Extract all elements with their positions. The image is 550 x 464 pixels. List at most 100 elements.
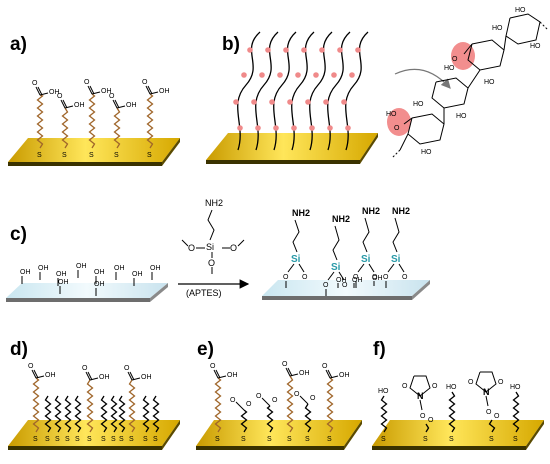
ester-carbonyl-e-1: O	[246, 401, 252, 408]
aptes-amine-4: NH2	[392, 206, 410, 216]
carboxyl-site-1-3	[241, 72, 247, 78]
aptes-o-bond-b-1	[298, 263, 305, 273]
aptes-bridge-o-3: O	[372, 274, 378, 281]
nhs-carbonyl-o-1: O	[428, 417, 434, 424]
nhs-n-o-bond-1	[419, 399, 423, 411]
cooh-a-3-oh: OH	[101, 88, 112, 95]
chain-d-filler-4	[74, 395, 82, 433]
cooh-d-1-oh: OH	[45, 372, 56, 379]
cooh-e-3-coh	[329, 375, 339, 379]
cooh-a-5-oh: OH	[159, 88, 170, 95]
panel-d-label: d)	[10, 339, 28, 360]
cooh-a-4-co2	[114, 99, 120, 109]
hydroxyl-f-2: HO	[446, 384, 457, 391]
gold-substrate-e	[196, 420, 362, 450]
label-ho-b5: HO	[492, 25, 503, 32]
aptes-bridge-o-2: O	[342, 282, 348, 289]
cooh-d-3-oh: OH	[141, 374, 152, 381]
oh-left-1: OH	[20, 269, 31, 276]
carboxyl-site-2-2	[251, 99, 257, 105]
cooh-e-2-coh	[289, 373, 299, 377]
aptes-surface-o-4: O	[383, 274, 389, 281]
panel-f-label: f)	[373, 339, 386, 360]
chain-f-oh-2	[448, 391, 456, 433]
cooh-a-2-oh: OH	[74, 102, 85, 109]
chain-d-filler-3-sulfur: S	[65, 436, 70, 443]
chain-a-3	[88, 93, 96, 149]
label-ho-b1: HO	[444, 65, 455, 72]
carboxyl-site-6-1	[327, 125, 333, 131]
cooh-d-2-coh	[89, 377, 99, 381]
chain-e-acid-3	[326, 377, 334, 433]
aptes-bridge-o-1: O	[302, 274, 308, 281]
gold-substrate-f	[372, 420, 544, 450]
aptes-o-bottom: O	[208, 258, 215, 268]
chain-d-filler-7	[118, 395, 126, 433]
nhs-o-left-2: O	[468, 379, 474, 386]
carboxyl-highlight-1	[451, 42, 475, 70]
polymer-brushes-b	[233, 31, 369, 151]
carboxyl-site-7-1	[345, 125, 351, 131]
cooh-d-2-co2	[87, 371, 93, 381]
glass-substrate-right	[262, 280, 430, 300]
cooh-e-2-o: O	[282, 361, 288, 368]
zoom-arrow	[394, 68, 451, 89]
cooh-a-4-co	[112, 99, 118, 109]
cooh-e-1-oh: OH	[227, 372, 238, 379]
oh-left-9: OH	[58, 279, 69, 286]
oh-left-6: OH	[114, 265, 125, 272]
chain-d-filler-2-sulfur: S	[55, 436, 60, 443]
cooh-e-1-co	[213, 369, 219, 379]
panel-c-label: c)	[10, 224, 27, 245]
cooh-d-2-o: O	[82, 365, 88, 372]
cooh-d-1-co2	[33, 369, 39, 379]
chain-d-filler-2	[54, 395, 62, 433]
label-ho-b6: HO	[484, 79, 495, 86]
aptes-propyl-1	[292, 219, 300, 253]
carboxyl-site-2-4	[265, 47, 271, 53]
oh-left-2: OH	[38, 265, 49, 272]
carboxyl-site-3-1	[273, 125, 279, 131]
carboxyl-site-5-1	[309, 125, 315, 131]
cooh-a-2-coh	[64, 105, 74, 109]
chain-e-acid-3-sulfur: S	[327, 436, 332, 443]
cooh-a-4-oh: OH	[126, 102, 137, 109]
aptes-o-bond-a-3	[357, 263, 365, 273]
aptes-o-left: O	[188, 243, 195, 253]
nhs-o-right-1: O	[432, 383, 438, 390]
chain-e-ester-3	[304, 403, 312, 433]
cooh-d-2-oh: OH	[99, 374, 110, 381]
aptes-surface-o-2: O	[323, 282, 329, 289]
aptes-nh2: NH2	[205, 198, 223, 208]
carboxyl-site-3-2	[269, 99, 275, 105]
carboxyl-site-5-4	[319, 47, 325, 53]
chain-d-acid-3-sulfur: S	[129, 436, 134, 443]
aptes-o-bond-a-2	[327, 271, 335, 281]
chain-a-2-sulfur: S	[62, 152, 67, 159]
aptes-si-4: Si	[391, 254, 401, 265]
chain-d-filler-5	[100, 395, 108, 433]
gold-substrate-b	[206, 133, 378, 164]
cooh-a-5-co2	[147, 85, 153, 95]
aptes-o-bond-b-4	[398, 263, 405, 273]
cooh-a-1-o: O	[32, 80, 38, 87]
carboxyl-highlight-2	[387, 108, 411, 136]
aptes-surface-o-3: O	[353, 274, 359, 281]
nhs-n-o-bond-2	[485, 395, 489, 407]
ester-link-e-3	[299, 395, 309, 405]
chain-d-filler-9-sulfur: S	[153, 436, 158, 443]
cooh-a-4-coh	[116, 105, 126, 109]
oh-left-8: OH	[150, 265, 161, 272]
label-ho-b8: HO	[421, 149, 432, 156]
chain-a-1-sulfur: S	[37, 152, 42, 159]
label-ho-b4: HO	[530, 43, 541, 50]
cooh-d-3-co2	[129, 371, 135, 381]
chain-a-1	[36, 94, 44, 149]
aptes-bridge-o-4: O	[402, 274, 408, 281]
